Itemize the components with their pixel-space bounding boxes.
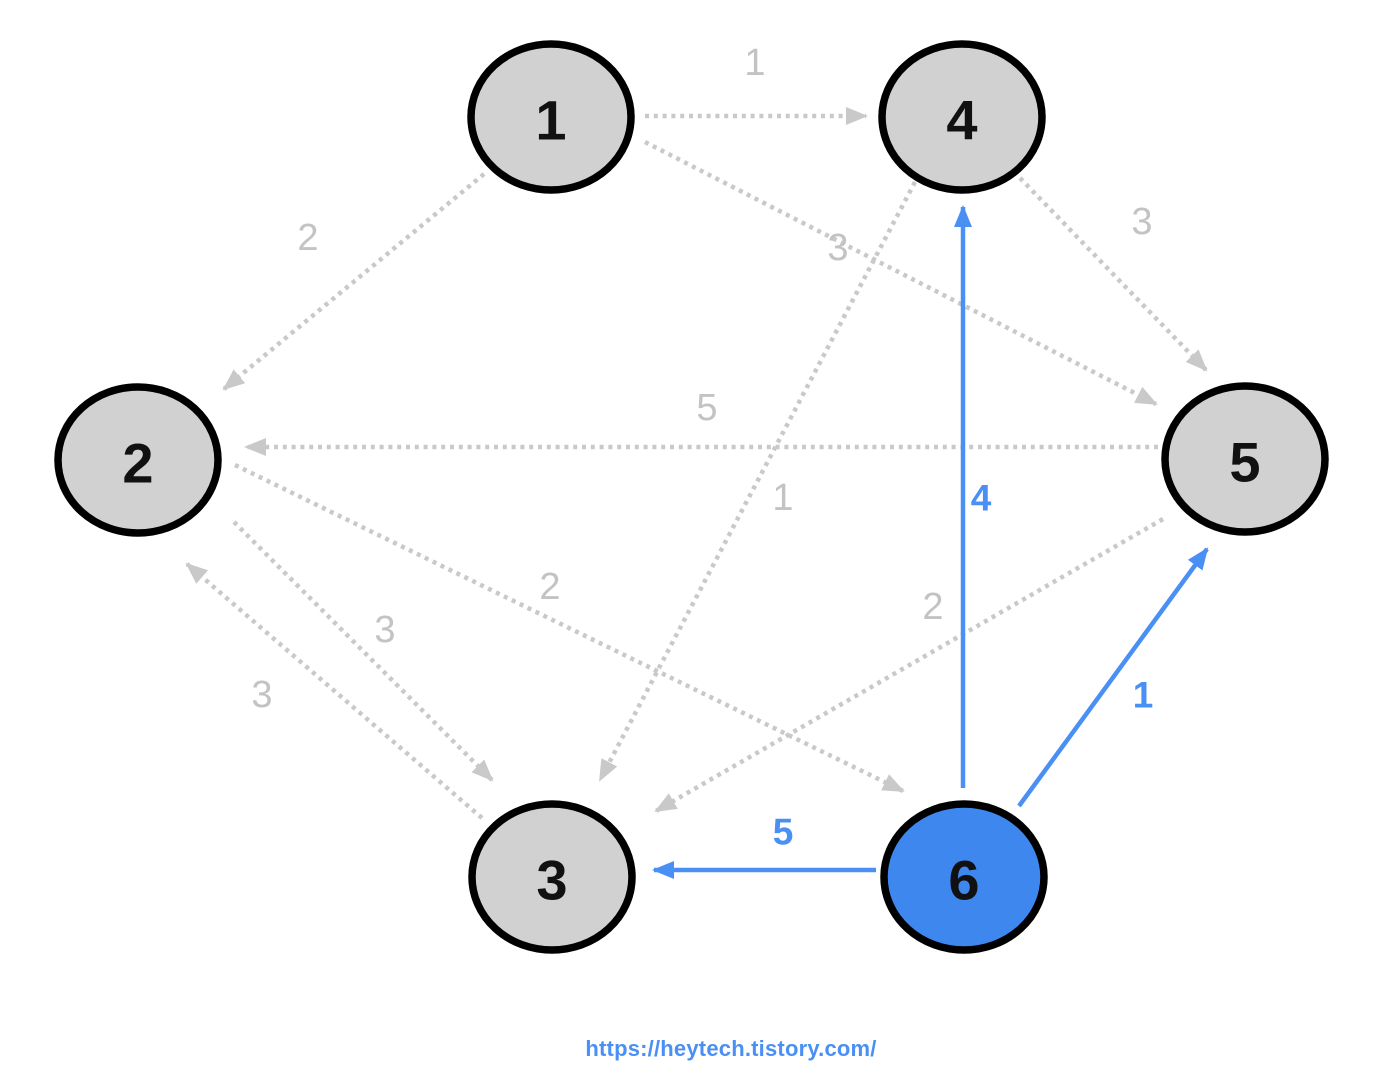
edge-weight-1-2: 2: [297, 217, 318, 259]
edge-weight-3-2: 3: [251, 674, 272, 716]
edge-3-to-2: [185, 562, 484, 820]
node-3: 3: [468, 800, 636, 954]
edge-1-to-2: [222, 172, 486, 391]
node-4: 4: [878, 40, 1046, 194]
node-6-circle: [880, 800, 1048, 954]
nodes-layer: 1 2 3 4 5 6: [54, 40, 1329, 954]
edge-2-to-6: [234, 462, 905, 794]
node-2: 2: [54, 383, 222, 537]
node-2-label: 2: [122, 432, 153, 495]
edge-weight-2-3: 3: [374, 609, 395, 651]
footer-url-link[interactable]: https://heytech.tistory.com/: [585, 1036, 876, 1061]
node-6-active: 6: [880, 800, 1048, 954]
edge-weight-4-5: 3: [1131, 201, 1152, 243]
edges-layer: [185, 107, 1209, 879]
node-5: 5: [1161, 382, 1329, 536]
edge-4-to-5: [1018, 176, 1208, 372]
node-5-label: 5: [1229, 431, 1260, 494]
edge-weight-6-3: 5: [773, 812, 794, 853]
node-4-circle: [878, 40, 1046, 194]
edge-weight-5-2: 5: [696, 387, 717, 429]
node-1: 1: [467, 40, 635, 194]
node-1-label: 1: [535, 89, 566, 152]
edge-weight-6-4: 4: [971, 478, 992, 519]
node-1-circle: [467, 40, 635, 194]
edge-4-to-3: [598, 180, 917, 782]
edge-1-to-5: [643, 139, 1158, 407]
node-3-label: 3: [536, 849, 567, 912]
node-2-circle: [54, 383, 222, 537]
edge-2-to-3: [232, 520, 494, 782]
edge-weight-1-5: 3: [827, 227, 848, 269]
edge-weight-2-6: 2: [539, 566, 560, 608]
node-3-circle: [468, 800, 636, 954]
edge-weight-4-3: 1: [772, 477, 793, 519]
edge-weight-labels-layer: 1 2 3 3 1 5 2 3 3 2 4 1 5: [251, 42, 1153, 853]
node-5-circle: [1161, 382, 1329, 536]
edge-weight-1-4: 1: [744, 42, 765, 84]
node-4-label: 4: [946, 89, 977, 152]
edge-6-to-5: [1017, 547, 1209, 808]
edge-weight-6-5: 1: [1133, 675, 1154, 716]
edge-weight-5-3: 2: [922, 586, 943, 628]
edge-5-to-3: [654, 517, 1165, 813]
node-6-label: 6: [948, 849, 979, 912]
